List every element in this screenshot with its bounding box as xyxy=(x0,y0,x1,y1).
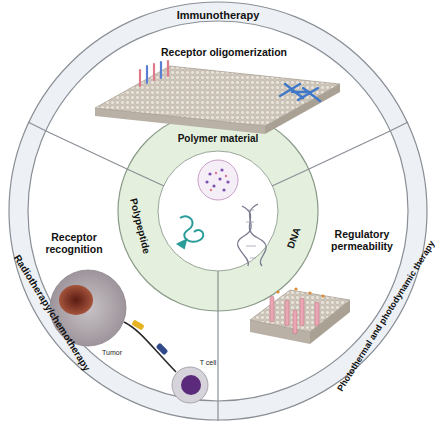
cell-label: T cell xyxy=(200,359,217,366)
mechanism-sector: Receptor oligomerization xyxy=(161,46,287,58)
node-text: Regulatory permeability xyxy=(323,228,401,252)
therapy-band: Immunotherapy xyxy=(177,9,260,22)
material-sector: Polymer material xyxy=(178,133,259,145)
inner-ring xyxy=(118,111,318,311)
middle-ring xyxy=(28,21,408,401)
core-circle xyxy=(158,151,278,271)
node-text: Polymer material xyxy=(178,133,259,145)
mechanism-sector: Receptor recognition xyxy=(37,231,111,255)
peptide-illustration xyxy=(178,216,203,248)
cell-label: Tumor xyxy=(102,349,122,356)
membrane-illustration xyxy=(250,287,350,344)
dna-illustration xyxy=(238,204,267,266)
membrane-illustration xyxy=(95,61,340,134)
node-text: Receptor oligomerization xyxy=(161,46,287,58)
mechanism-sector: Regulatory permeability xyxy=(323,228,401,252)
micelle-illustration xyxy=(198,160,238,200)
node-text: Immunotherapy xyxy=(177,9,260,22)
node-text: Receptor recognition xyxy=(37,231,111,255)
